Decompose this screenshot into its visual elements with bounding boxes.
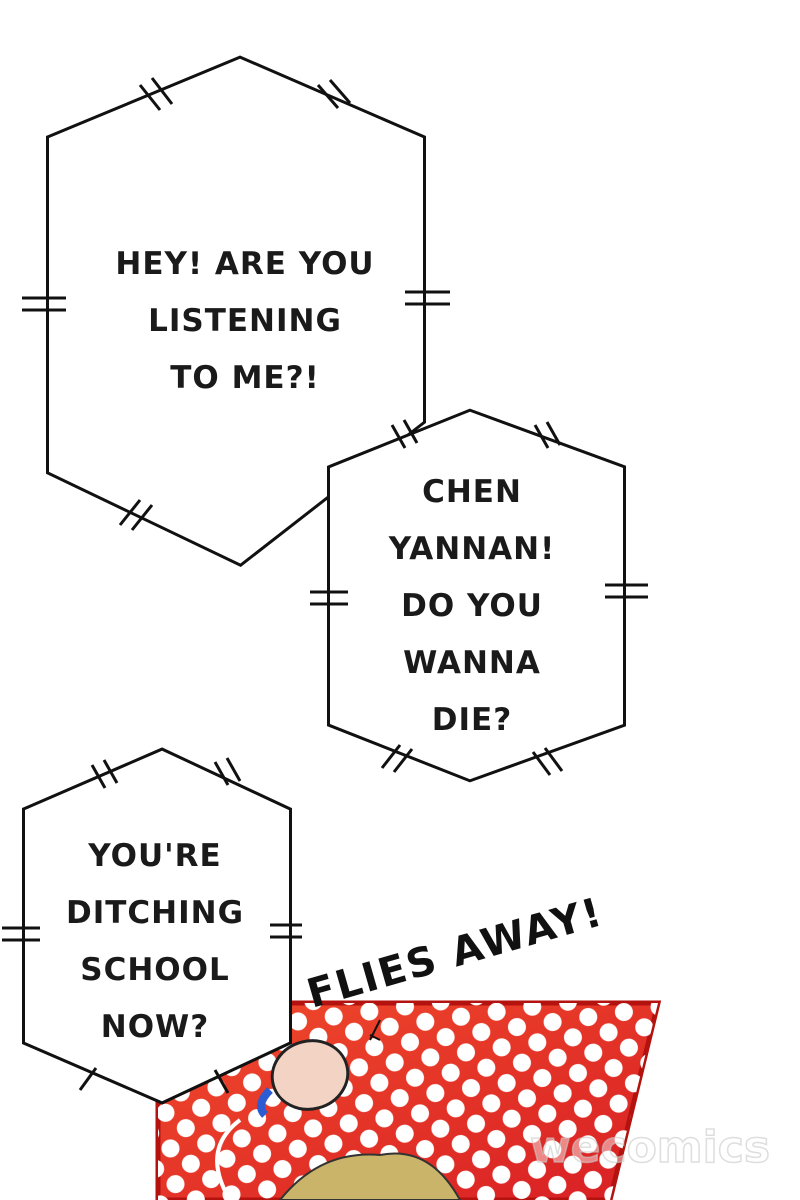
bubble-3-line-2: DITCHING	[66, 895, 244, 931]
bubble-2-line-1: CHEN	[422, 474, 522, 510]
speech-bubble-3: YOU'RE DITCHING SCHOOL NOW?	[2, 747, 302, 1105]
bubble-2-line-2: YANNAN!	[388, 531, 555, 567]
bubble-3-line-1: YOU'RE	[87, 838, 221, 874]
action-panel	[155, 1000, 662, 1200]
sound-effect-text: FLIES AWAY!	[302, 889, 608, 1017]
bubble-1-line-3: TO ME?!	[170, 360, 319, 396]
bubble-1-line-1: HEY! ARE YOU	[115, 246, 374, 282]
bubble-2-line-4: WANNA	[403, 645, 541, 681]
bubble-3-line-4: NOW?	[101, 1009, 209, 1045]
watermark: wecomics	[530, 1122, 770, 1173]
bubble-1-line-2: LISTENING	[148, 303, 342, 339]
bubble-3-line-3: SCHOOL	[80, 952, 229, 988]
bubble-2-line-3: DO YOU	[401, 588, 543, 624]
speech-bubble-1: HEY! ARE YOU LISTENING TO ME?!	[22, 55, 450, 568]
bubble-2-line-5: DIE?	[432, 702, 512, 738]
character-hair	[278, 1152, 462, 1200]
speech-bubble-2: CHEN YANNAN! DO YOU WANNA DIE?	[310, 408, 648, 783]
egg-shape	[270, 1039, 350, 1111]
